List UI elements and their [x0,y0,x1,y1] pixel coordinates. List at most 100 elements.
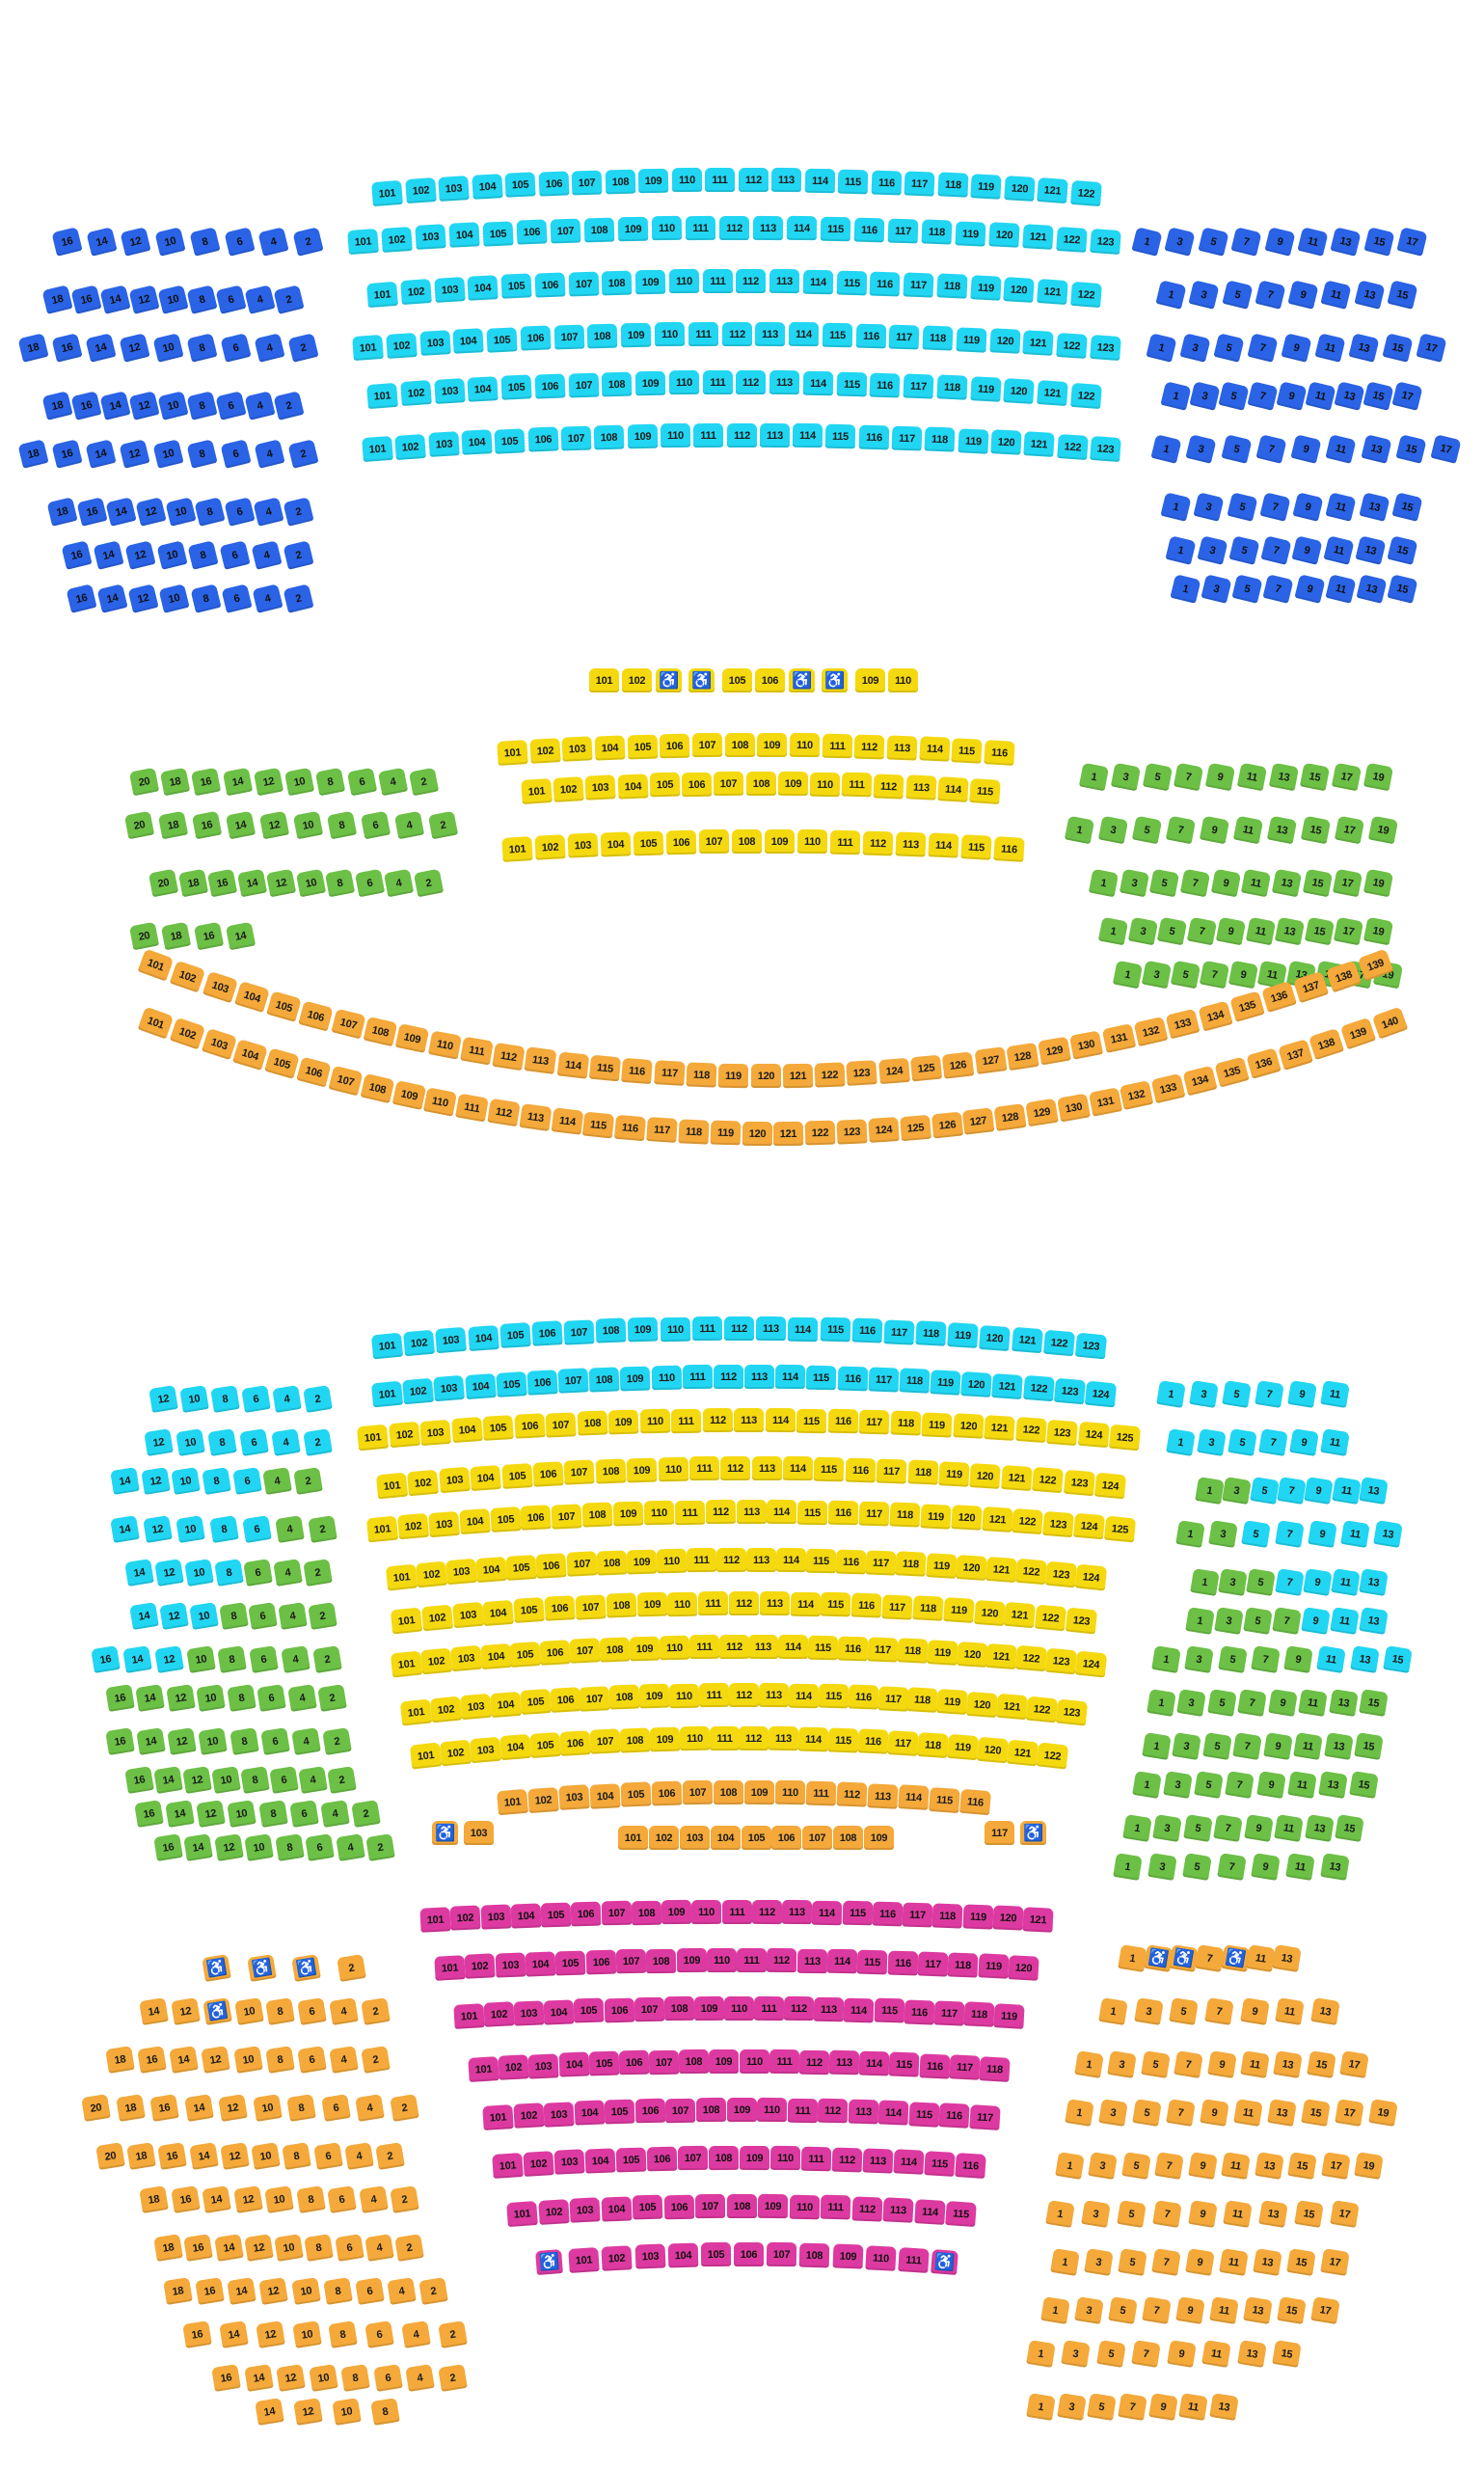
seat[interactable]: 116 [851,1317,883,1343]
seat[interactable]: 5 [1221,434,1253,464]
seat[interactable]: 116 [837,1636,869,1662]
seat[interactable]: 7 [1232,1732,1262,1760]
seat[interactable]: 3 [1057,2393,1087,2421]
seat[interactable]: 102 [529,738,561,764]
seat[interactable]: 109 [661,1899,692,1925]
seat[interactable]: 110 [659,1635,690,1661]
seat[interactable]: 107 [698,828,730,855]
seat[interactable]: 10 [295,868,327,898]
seat[interactable]: 5 [1213,333,1245,363]
seat[interactable]: 103 [452,1601,484,1629]
seat[interactable]: 102 [553,776,584,802]
seat[interactable]: 117 [888,324,920,350]
seat[interactable]: 5 [1231,574,1263,604]
seat[interactable]: 105 [627,734,659,760]
seat[interactable]: 106 [526,1370,558,1396]
seat[interactable]: 6 [256,1684,286,1712]
seat[interactable]: 122 [1012,1507,1043,1535]
seat[interactable]: 3 [1201,574,1232,604]
seat[interactable]: 10 [152,439,184,469]
seat[interactable]: 10 [157,391,189,421]
seat[interactable]: 1 [1045,2200,1075,2228]
wheelchair-seat[interactable]: ♿ [1169,1944,1199,1972]
seat[interactable]: 11 [1314,333,1346,363]
seat[interactable]: 10 [171,1467,201,1495]
seat[interactable]: 9 [1207,2050,1237,2078]
seat[interactable]: 103 [480,1904,512,1930]
seat[interactable]: 2 [273,285,305,314]
seat[interactable]: 114 [919,736,951,762]
seat[interactable]: 106 [663,2194,695,2220]
seat[interactable]: 5 [1183,1814,1213,1842]
seat[interactable]: 109 [739,2145,770,2171]
seat[interactable]: 17 [1416,333,1447,363]
seat[interactable]: 108 [727,2194,757,2218]
seat[interactable]: 116 [614,1114,646,1142]
seat[interactable]: 6 [243,1559,273,1587]
seat[interactable]: 124 [868,1117,900,1143]
seat[interactable]: 109 [394,1023,430,1053]
seat[interactable]: 4 [393,810,425,840]
seat[interactable]: 108 [595,1317,627,1343]
seat[interactable]: 6 [232,1467,262,1495]
seat[interactable]: 13 [1267,2099,1297,2127]
seat[interactable]: 104 [461,429,493,455]
seat[interactable]: 124 [1074,1563,1108,1591]
seat[interactable]: 112 [487,1098,521,1127]
seat[interactable]: 12 [253,767,284,797]
seat[interactable]: 109 [777,771,809,797]
seat[interactable]: 15 [1301,2099,1331,2127]
seat[interactable]: 18 [116,2094,146,2122]
seat[interactable]: 117 [858,1501,890,1527]
seat[interactable]: 114 [766,1499,797,1525]
seat[interactable]: 4 [254,439,285,469]
seat[interactable]: 123 [846,1060,877,1086]
seat[interactable]: 5 [1087,2393,1117,2421]
seat[interactable]: 130 [1068,1030,1104,1060]
seat[interactable]: 11 [1320,1380,1350,1408]
seat[interactable]: 108 [588,1367,620,1393]
seat[interactable]: 111 [697,1590,729,1616]
seat[interactable]: 103 [584,774,616,800]
seat[interactable]: 115 [805,1365,837,1391]
seat[interactable]: 113 [752,215,784,241]
seat[interactable]: 7 [1131,2340,1161,2368]
seat[interactable]: 6 [260,1727,290,1755]
seat[interactable]: 10 [179,1385,209,1413]
seat[interactable]: 110 [639,1408,671,1434]
seat[interactable]: 7 [1118,2393,1147,2421]
seat[interactable]: 119 [962,1904,994,1930]
seat[interactable]: 7 [1277,1477,1307,1505]
seat[interactable]: 11 [1285,1853,1315,1881]
seat[interactable]: 4 [401,2320,431,2348]
seat[interactable]: 120 [742,1121,773,1147]
seat[interactable]: 4 [253,497,284,527]
seat[interactable]: 106 [520,1505,552,1531]
seat[interactable]: 5 [1182,1853,1212,1881]
seat[interactable]: 14 [136,1727,166,1755]
seat[interactable]: 4 [329,1997,359,2025]
seat[interactable]: 103 [450,1644,482,1672]
seat[interactable]: 134 [1182,1065,1218,1097]
seat[interactable]: 4 [364,2234,394,2262]
seat[interactable]: 2 [308,1602,337,1630]
seat[interactable]: 115 [820,1316,851,1343]
seat[interactable]: 1 [1055,2152,1085,2180]
seat[interactable]: 103 [569,2197,601,2223]
seat[interactable]: 103 [434,378,466,404]
seat[interactable]: 8 [328,2320,358,2348]
seat[interactable]: 14 [219,2320,249,2348]
seat[interactable]: 106 [550,1687,581,1713]
seat[interactable]: 1 [1078,762,1110,792]
seat[interactable]: 110 [651,1365,683,1391]
seat[interactable]: 107 [579,1686,610,1712]
seat[interactable]: 112 [705,1499,737,1525]
seat[interactable]: 113 [770,167,802,193]
seat[interactable]: 111 [829,829,861,855]
seat[interactable]: 119 [993,2003,1025,2029]
seat[interactable]: 112 [862,830,894,856]
seat[interactable]: 101 [366,382,398,410]
seat[interactable]: 108 [798,2242,830,2268]
seat[interactable]: 118 [890,1410,922,1436]
seat[interactable]: 124 [1072,1512,1106,1540]
